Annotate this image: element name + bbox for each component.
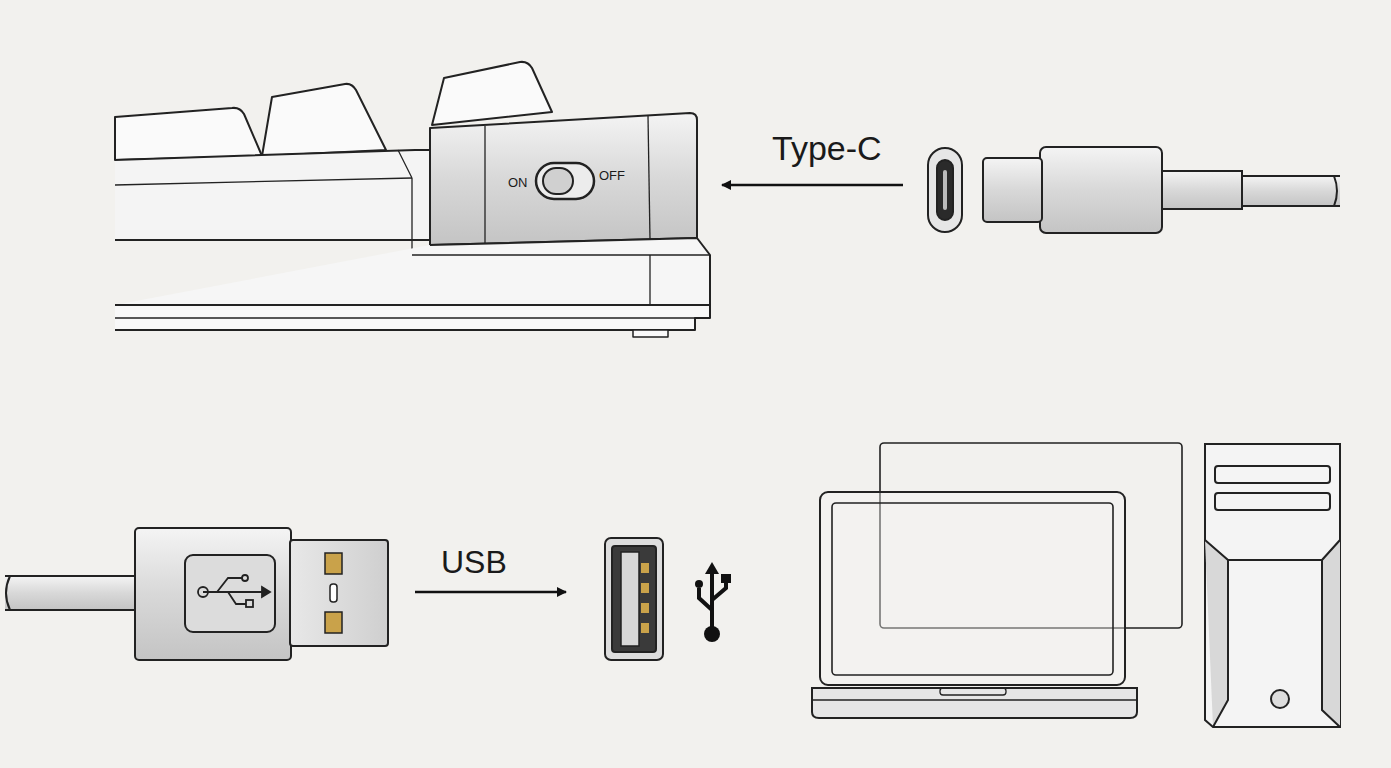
label-text: OFF bbox=[599, 169, 625, 182]
usb-symbol bbox=[695, 562, 731, 642]
type-c-port bbox=[928, 148, 962, 232]
insert-arrow bbox=[722, 184, 903, 187]
computers bbox=[812, 443, 1340, 727]
insert-arrow bbox=[415, 591, 566, 594]
label-text: Type-C bbox=[772, 131, 882, 165]
keyboard bbox=[115, 62, 710, 337]
usb-a-port bbox=[605, 538, 663, 660]
label-text: USB bbox=[441, 546, 507, 578]
label-text: ON bbox=[508, 176, 528, 189]
type-c-plug bbox=[983, 147, 1340, 233]
usb-a-plug bbox=[5, 528, 388, 660]
